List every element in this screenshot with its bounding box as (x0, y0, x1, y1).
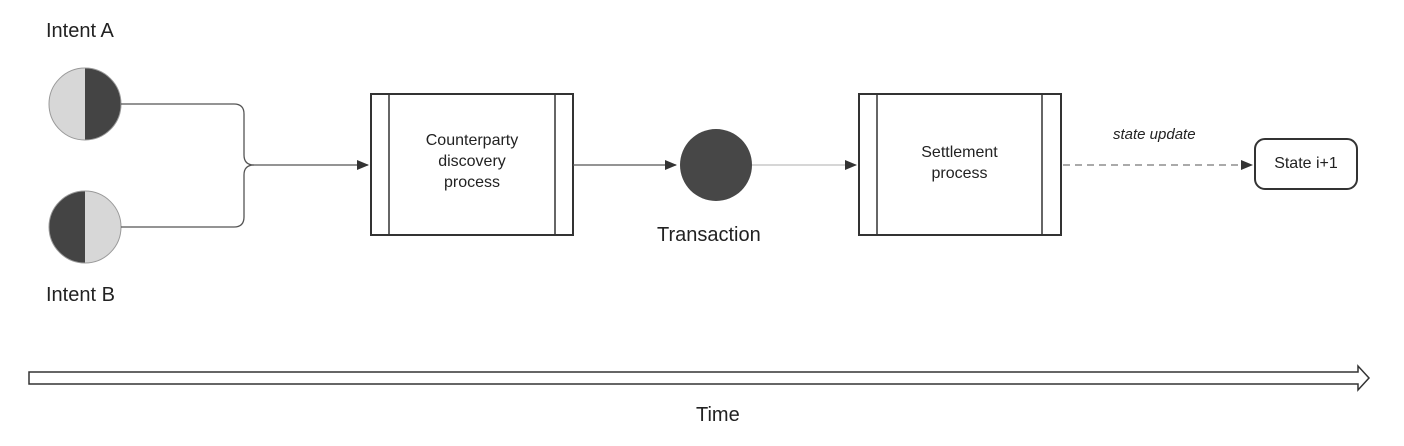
time-axis-label: Time (696, 404, 740, 426)
counterparty-process-label: Counterparty discovery process (425, 132, 519, 191)
intent-a-node (48, 67, 122, 141)
state-node-box (1254, 138, 1358, 190)
settlement-process-label: Settlement process (921, 144, 998, 182)
state-update-label: state update (1113, 126, 1196, 143)
intent-a-label: Intent A (46, 20, 114, 42)
transaction-node (680, 129, 752, 201)
transaction-label: Transaction (657, 224, 761, 246)
intent-b-connector (121, 164, 255, 228)
state-node-label: State i+1 (1274, 155, 1338, 172)
settlement-process-box (858, 93, 1062, 236)
counterparty-process-box (370, 93, 574, 236)
intent-b-node (48, 190, 122, 264)
time-axis-arrow (28, 364, 1371, 392)
intent-a-connector (121, 103, 255, 166)
intent-b-label: Intent B (46, 284, 115, 306)
